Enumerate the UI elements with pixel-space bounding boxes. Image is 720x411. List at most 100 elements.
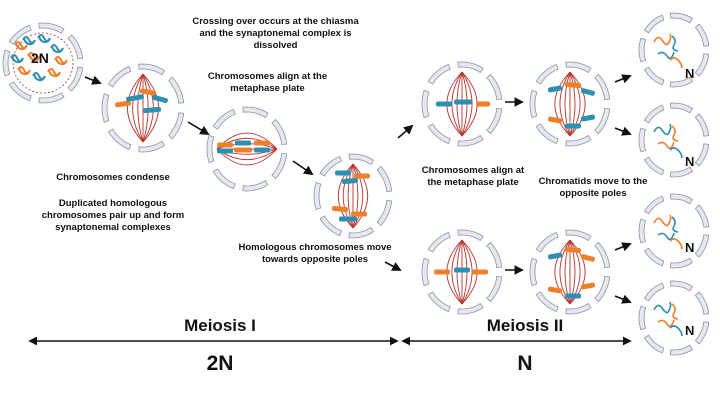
spindle-fiber xyxy=(451,71,463,137)
membrane-segment xyxy=(643,195,665,215)
cell-metaphase-1 xyxy=(206,106,288,192)
chromosome xyxy=(331,205,349,213)
membrane-segment xyxy=(594,73,611,101)
spindle-fiber xyxy=(137,73,144,143)
start-cell-ploidy: 2N xyxy=(31,50,49,66)
chromosome xyxy=(140,88,156,96)
chromosome xyxy=(434,269,450,275)
cell-product-1 xyxy=(638,12,710,88)
chromosome xyxy=(254,140,270,146)
product-cell-ploidy-1: N xyxy=(685,66,695,81)
chromosome xyxy=(580,282,596,290)
membrane-segment xyxy=(348,153,375,166)
chromosome xyxy=(564,246,582,254)
membrane-segment xyxy=(486,241,503,269)
chromosome xyxy=(351,211,367,217)
membrane-segment xyxy=(565,302,592,315)
label-crossing-over: Crossing over occurs at the chiasma and … xyxy=(192,16,359,51)
membrane-segment xyxy=(486,275,503,303)
membrane-segment xyxy=(565,229,592,242)
label-align-metaphase-1: Chromosomes align at the metaphase plate xyxy=(207,71,328,94)
membrane-segment xyxy=(594,275,611,303)
membrane-segment xyxy=(271,152,288,180)
chromosome xyxy=(547,286,563,294)
label-homologous-move: Homologous chromosomes move towards oppo… xyxy=(238,242,392,265)
chromatid-squiggle xyxy=(657,141,675,150)
chromatid-squiggle xyxy=(669,325,683,337)
chromatid-squiggle xyxy=(657,319,675,328)
membrane-segment xyxy=(594,107,611,135)
chromatid-squiggle xyxy=(669,147,683,159)
membrane-segment xyxy=(457,61,484,74)
arrow-to-metaphase-2-bottom xyxy=(384,261,402,271)
condensing-chromosome xyxy=(22,36,36,46)
arrow-ana2-to-product-4 xyxy=(614,294,632,304)
membrane-segment xyxy=(535,63,559,85)
chromosome xyxy=(217,148,233,154)
cell-product-3 xyxy=(638,193,710,269)
chromosome xyxy=(564,81,582,89)
membrane-segment xyxy=(638,305,647,331)
product-cell-ploidy-3: N xyxy=(685,240,695,255)
chromosome xyxy=(580,114,596,122)
membrane-segment xyxy=(638,37,647,63)
membrane-segment xyxy=(669,166,693,178)
chromosome xyxy=(547,116,563,124)
chromosome xyxy=(547,85,563,93)
spindle-fiber xyxy=(554,71,571,137)
nucleus-envelope xyxy=(12,32,74,94)
label-condense: Chromosomes condense xyxy=(56,172,170,183)
ploidy-meiosis-2: N xyxy=(517,352,533,375)
spindle-fiber xyxy=(461,71,473,137)
spindle-fiber xyxy=(569,71,581,137)
chromatid-squiggle xyxy=(669,57,683,69)
membrane-segment xyxy=(313,181,322,211)
membrane-segment xyxy=(457,134,484,147)
chromosome xyxy=(454,267,470,273)
membrane-segment xyxy=(67,34,84,60)
cell-prophase-1 xyxy=(101,63,185,153)
membrane-segment xyxy=(8,81,32,102)
membrane-segment xyxy=(457,229,484,242)
chromatid-squiggle xyxy=(653,301,672,314)
membrane-segment xyxy=(206,134,215,164)
condensing-chromosome xyxy=(14,41,28,51)
membrane-segment xyxy=(694,23,710,47)
membrane-segment xyxy=(669,76,693,88)
chromosome xyxy=(339,216,357,222)
membrane-segment xyxy=(643,247,665,267)
chromatid-squiggle xyxy=(653,214,672,227)
membrane-segment xyxy=(643,66,665,86)
membrane-segment xyxy=(427,63,451,85)
spindle-fiber xyxy=(461,239,473,305)
membrane-segment xyxy=(376,199,393,227)
membrane-segment xyxy=(427,123,451,145)
chromosome xyxy=(472,269,488,275)
chromosome xyxy=(476,101,490,107)
condensing-chromosome xyxy=(37,34,51,44)
spindle-fiber xyxy=(352,163,368,229)
chromosome xyxy=(454,99,472,105)
condensing-chromosome xyxy=(32,72,46,82)
spindle-fiber xyxy=(559,71,571,137)
condensing-chromosome xyxy=(17,66,31,76)
cell-anaphase-2-top xyxy=(529,61,611,147)
arrow-ana2-to-product-2 xyxy=(614,126,632,136)
condensing-chromosome xyxy=(47,68,61,78)
chromosome xyxy=(565,293,581,299)
membrane-segment xyxy=(565,61,592,74)
membrane-segment xyxy=(376,165,393,193)
membrane-segment xyxy=(669,193,693,205)
condensing-chromosome xyxy=(50,44,64,54)
membrane-segment xyxy=(643,334,665,354)
membrane-segment xyxy=(669,257,693,269)
chromosome xyxy=(254,147,270,153)
membrane-segment xyxy=(67,66,84,92)
spindle-fiber xyxy=(352,163,364,229)
membrane-segment xyxy=(319,155,343,177)
membrane-segment xyxy=(486,73,503,101)
cell-product-2 xyxy=(638,102,710,178)
spindle-fiber xyxy=(338,163,354,229)
membrane-segment xyxy=(535,231,559,253)
